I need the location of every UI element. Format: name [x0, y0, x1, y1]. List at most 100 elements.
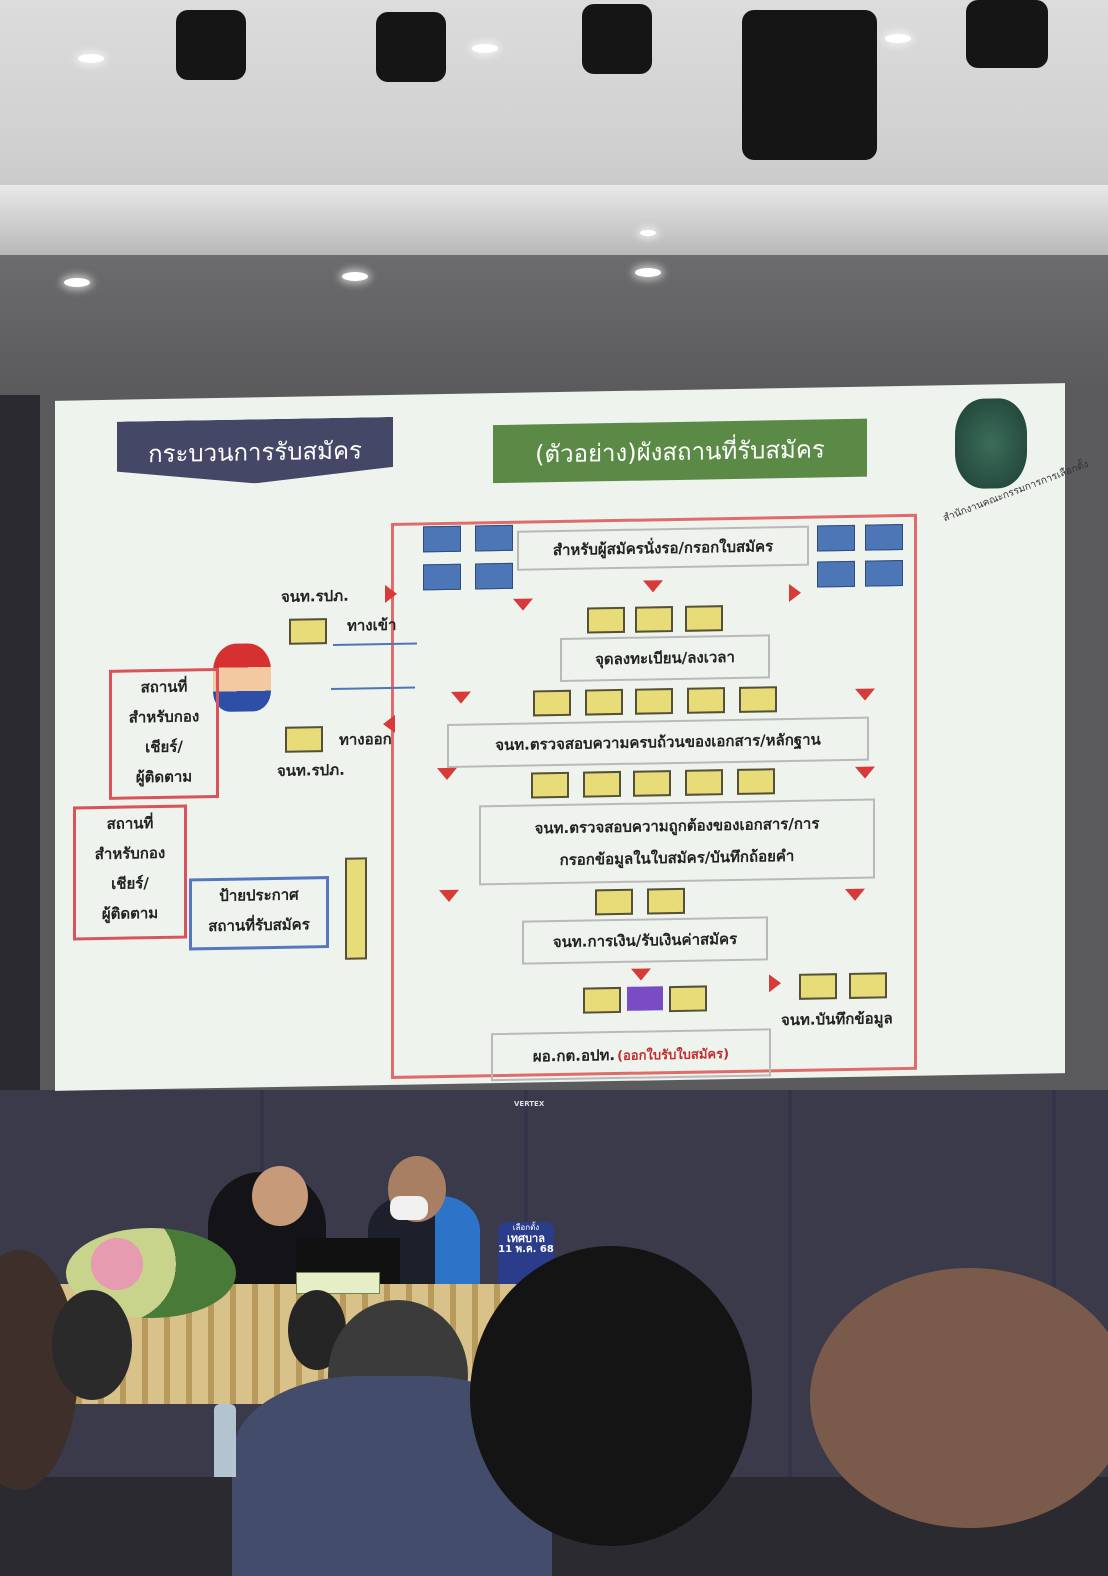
right-arrow-icon: [789, 583, 801, 603]
down-arrow-icon: [437, 767, 457, 781]
audience-head: [52, 1290, 132, 1400]
moving-head-light: [742, 10, 877, 160]
waiting-chair: [817, 524, 855, 552]
supporters-area-2: สถานที่ สำหรับกอง เชียร์/ ผู้ติดตาม: [73, 804, 187, 941]
record-staff-label: จนท.บันทึกข้อมูล: [781, 1009, 893, 1030]
desk: [583, 770, 621, 798]
left-arrow-icon: [383, 714, 395, 734]
supporters-area-1-line: เชียร์/: [145, 737, 183, 757]
down-arrow-icon: [855, 766, 875, 779]
director-desk: [627, 986, 663, 1011]
right-arrow-icon: [769, 974, 781, 993]
notice-board-line-2: สถานที่รับสมัคร: [208, 915, 310, 936]
desk: [669, 985, 707, 1013]
ceiling-light: [635, 268, 661, 277]
audience-head: [810, 1268, 1108, 1528]
stage-spotlight: [376, 12, 446, 82]
director-box: ผอ.กต.อปท. (ออกใบรับใบสมัคร): [491, 1028, 771, 1082]
security-label-bottom: จนท.รปภ.: [277, 760, 345, 780]
down-arrow-icon: [513, 598, 533, 611]
supporters-area-1-line: สถานที่: [140, 677, 188, 697]
down-arrow-icon: [845, 888, 865, 902]
desk: [585, 688, 623, 716]
ceiling-light: [342, 272, 368, 281]
desk: [737, 768, 775, 795]
desk: [687, 687, 725, 714]
name-plate: [296, 1272, 380, 1294]
desk: [635, 606, 673, 633]
down-arrow-icon: [643, 580, 663, 593]
registration-box: จุดลงทะเบียน/ลงเวลา: [560, 634, 770, 682]
ceiling-light: [78, 54, 104, 63]
waiting-chair: [817, 560, 855, 588]
supporters-area-2-line: สำหรับกอง: [94, 843, 166, 864]
slide-title-right-text: (ตัวอย่าง)ผังสถานที่รับสมัคร: [535, 434, 825, 468]
down-arrow-icon: [631, 968, 651, 981]
registration-label: จุดลงทะเบียน/ลงเวลา: [595, 647, 735, 669]
desk: [849, 972, 887, 999]
down-arrow-icon: [855, 688, 875, 701]
supporters-area-2-line: ผู้ติดตาม: [101, 904, 159, 923]
ceiling-light: [64, 278, 90, 287]
waiting-chair: [865, 524, 903, 551]
down-arrow-icon: [439, 889, 459, 903]
notice-board-box: ป้ายประกาศ สถานที่รับสมัคร: [189, 876, 329, 951]
standee-line-1: เลือกตั้ง: [512, 1223, 540, 1232]
desk: [647, 887, 685, 915]
mascot-icon: [213, 643, 271, 713]
standee-line-2: เทศบาล: [507, 1232, 545, 1245]
slide-title-right: (ตัวอย่าง)ผังสถานที่รับสมัคร: [493, 418, 867, 484]
slide-title-left: กระบวนการรับสมัคร: [117, 417, 393, 486]
check-correctness-label-1: จนท.ตรวจสอบความถูกต้องของเอกสาร/การ: [534, 814, 820, 838]
notice-board-line-1: ป้ายประกาศ: [219, 885, 299, 905]
desk: [633, 770, 671, 797]
upper-wall: [0, 255, 1108, 395]
desk: [739, 686, 777, 713]
ceiling-light: [640, 230, 656, 236]
stage-spotlight: [582, 4, 652, 74]
desk: [685, 769, 723, 796]
waiting-chair: [475, 524, 513, 552]
slide-title-left-text: กระบวนการรับสมัคร: [148, 435, 362, 468]
check-completeness-label: จนท.ตรวจสอบความครบถ้วนของเอกสาร/หลักฐาน: [495, 730, 821, 755]
check-correctness-label-2: กรอกข้อมูลในใบสมัคร/บันทึกถ้อยคำ: [559, 846, 795, 870]
waiting-area-label: สำหรับผู้สมัครนั่งรอ/กรอกใบสมัคร: [552, 537, 774, 560]
desk: [531, 771, 569, 799]
finance-label: จนท.การเงิน/รับเงินค่าสมัคร: [552, 929, 738, 952]
supporters-area-1: สถานที่ สำหรับกอง เชียร์/ ผู้ติดตาม: [109, 667, 219, 800]
waiting-area-box: สำหรับผู้สมัครนั่งรอ/กรอกใบสมัคร: [517, 525, 809, 571]
waiting-chair: [423, 525, 461, 553]
ceiling-band: [0, 185, 1108, 255]
standee-date: 11 พ.ค. 68: [498, 1244, 554, 1255]
projected-slide: กระบวนการรับสมัคร (ตัวอย่าง)ผังสถานที่รั…: [55, 383, 1090, 1091]
director-note: (ออกใบรับใบสมัคร): [617, 1046, 730, 1064]
supporters-area-1-line: สำหรับกอง: [128, 707, 200, 727]
ect-logo-icon: [955, 397, 1027, 490]
desk: [595, 888, 633, 916]
audience-head: [470, 1246, 752, 1546]
desk: [533, 689, 571, 717]
director-label: ผอ.กต.อปท.: [532, 1046, 616, 1066]
ceiling-light: [885, 34, 911, 43]
desk: [583, 986, 621, 1014]
check-correctness-box: จนท.ตรวจสอบความถูกต้องของเอกสาร/การ กรอก…: [479, 798, 875, 886]
face-mask: [390, 1196, 428, 1220]
security-desk: [285, 726, 323, 753]
supporters-area-2-line: เชียร์/: [111, 874, 149, 893]
right-arrow-icon: [385, 584, 397, 604]
desk: [635, 688, 673, 715]
security-desk: [289, 618, 327, 645]
speaker-woman-face: [252, 1166, 308, 1226]
waiting-chair: [475, 562, 513, 590]
desk: [685, 605, 723, 632]
waiting-chair: [865, 560, 903, 587]
entrance-label: ทางเข้า: [347, 615, 397, 635]
water-bottle: [214, 1404, 236, 1477]
stage-spotlight: [176, 10, 246, 80]
ceiling-light: [472, 44, 498, 53]
notice-board-stand: [345, 857, 367, 960]
projector-brand-label: VERTEX: [514, 1100, 545, 1108]
supporters-area-2-line: สถานที่: [106, 814, 154, 833]
waiting-chair: [423, 563, 461, 591]
stage-spotlight: [966, 0, 1048, 68]
